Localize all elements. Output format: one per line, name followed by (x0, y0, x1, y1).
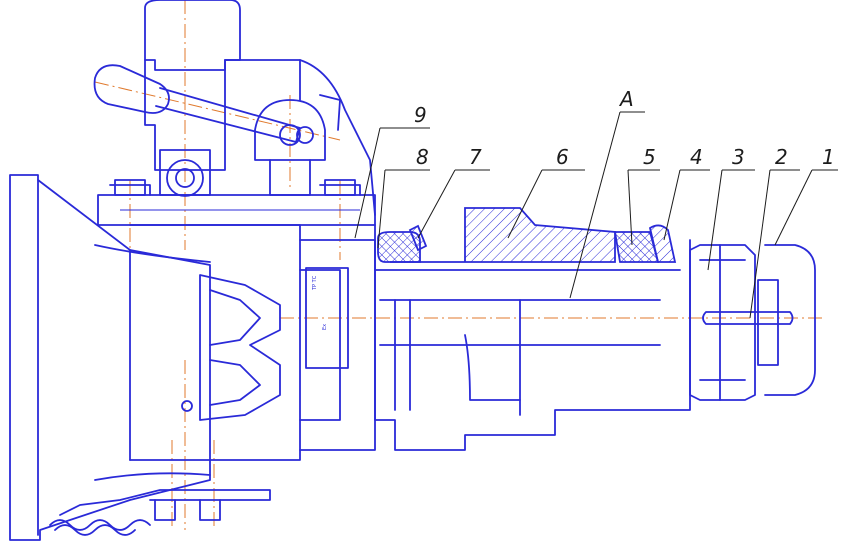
release-handle (93, 64, 314, 144)
pin-2 (702, 279, 794, 366)
mounting-flange (97, 179, 376, 226)
callouts: 9 8 7 6 A 5 4 3 2 1 (354, 87, 838, 319)
svg-text:...: ... (336, 355, 342, 360)
callout-label-2: 2 (775, 145, 788, 169)
name-plate: ТР ТС Ex ... (305, 267, 349, 369)
callout-label-4: 4 (690, 145, 703, 169)
coupling-bore (374, 224, 691, 451)
callout-label-6: 6 (556, 145, 569, 169)
ring-4 (648, 224, 677, 263)
callout-label-5: 5 (643, 145, 656, 169)
callout-label-8: 8 (416, 145, 429, 169)
cover-1 (764, 244, 816, 396)
callout-label-A: A (618, 87, 634, 111)
callout-label-3: 3 (732, 145, 745, 169)
svg-text:ТР ТС: ТР ТС (312, 275, 318, 291)
upper-housing (144, 0, 376, 216)
callout-label-1: 1 (822, 145, 835, 169)
coupling-head (9, 174, 376, 541)
callout-label-9: 9 (414, 103, 427, 127)
latch-spring-assembly (49, 489, 271, 536)
svg-text:Ex: Ex (322, 324, 328, 330)
callout-label-7: 7 (469, 145, 482, 169)
union-nut-3 (689, 244, 756, 401)
sleeve-6 (390, 207, 616, 263)
